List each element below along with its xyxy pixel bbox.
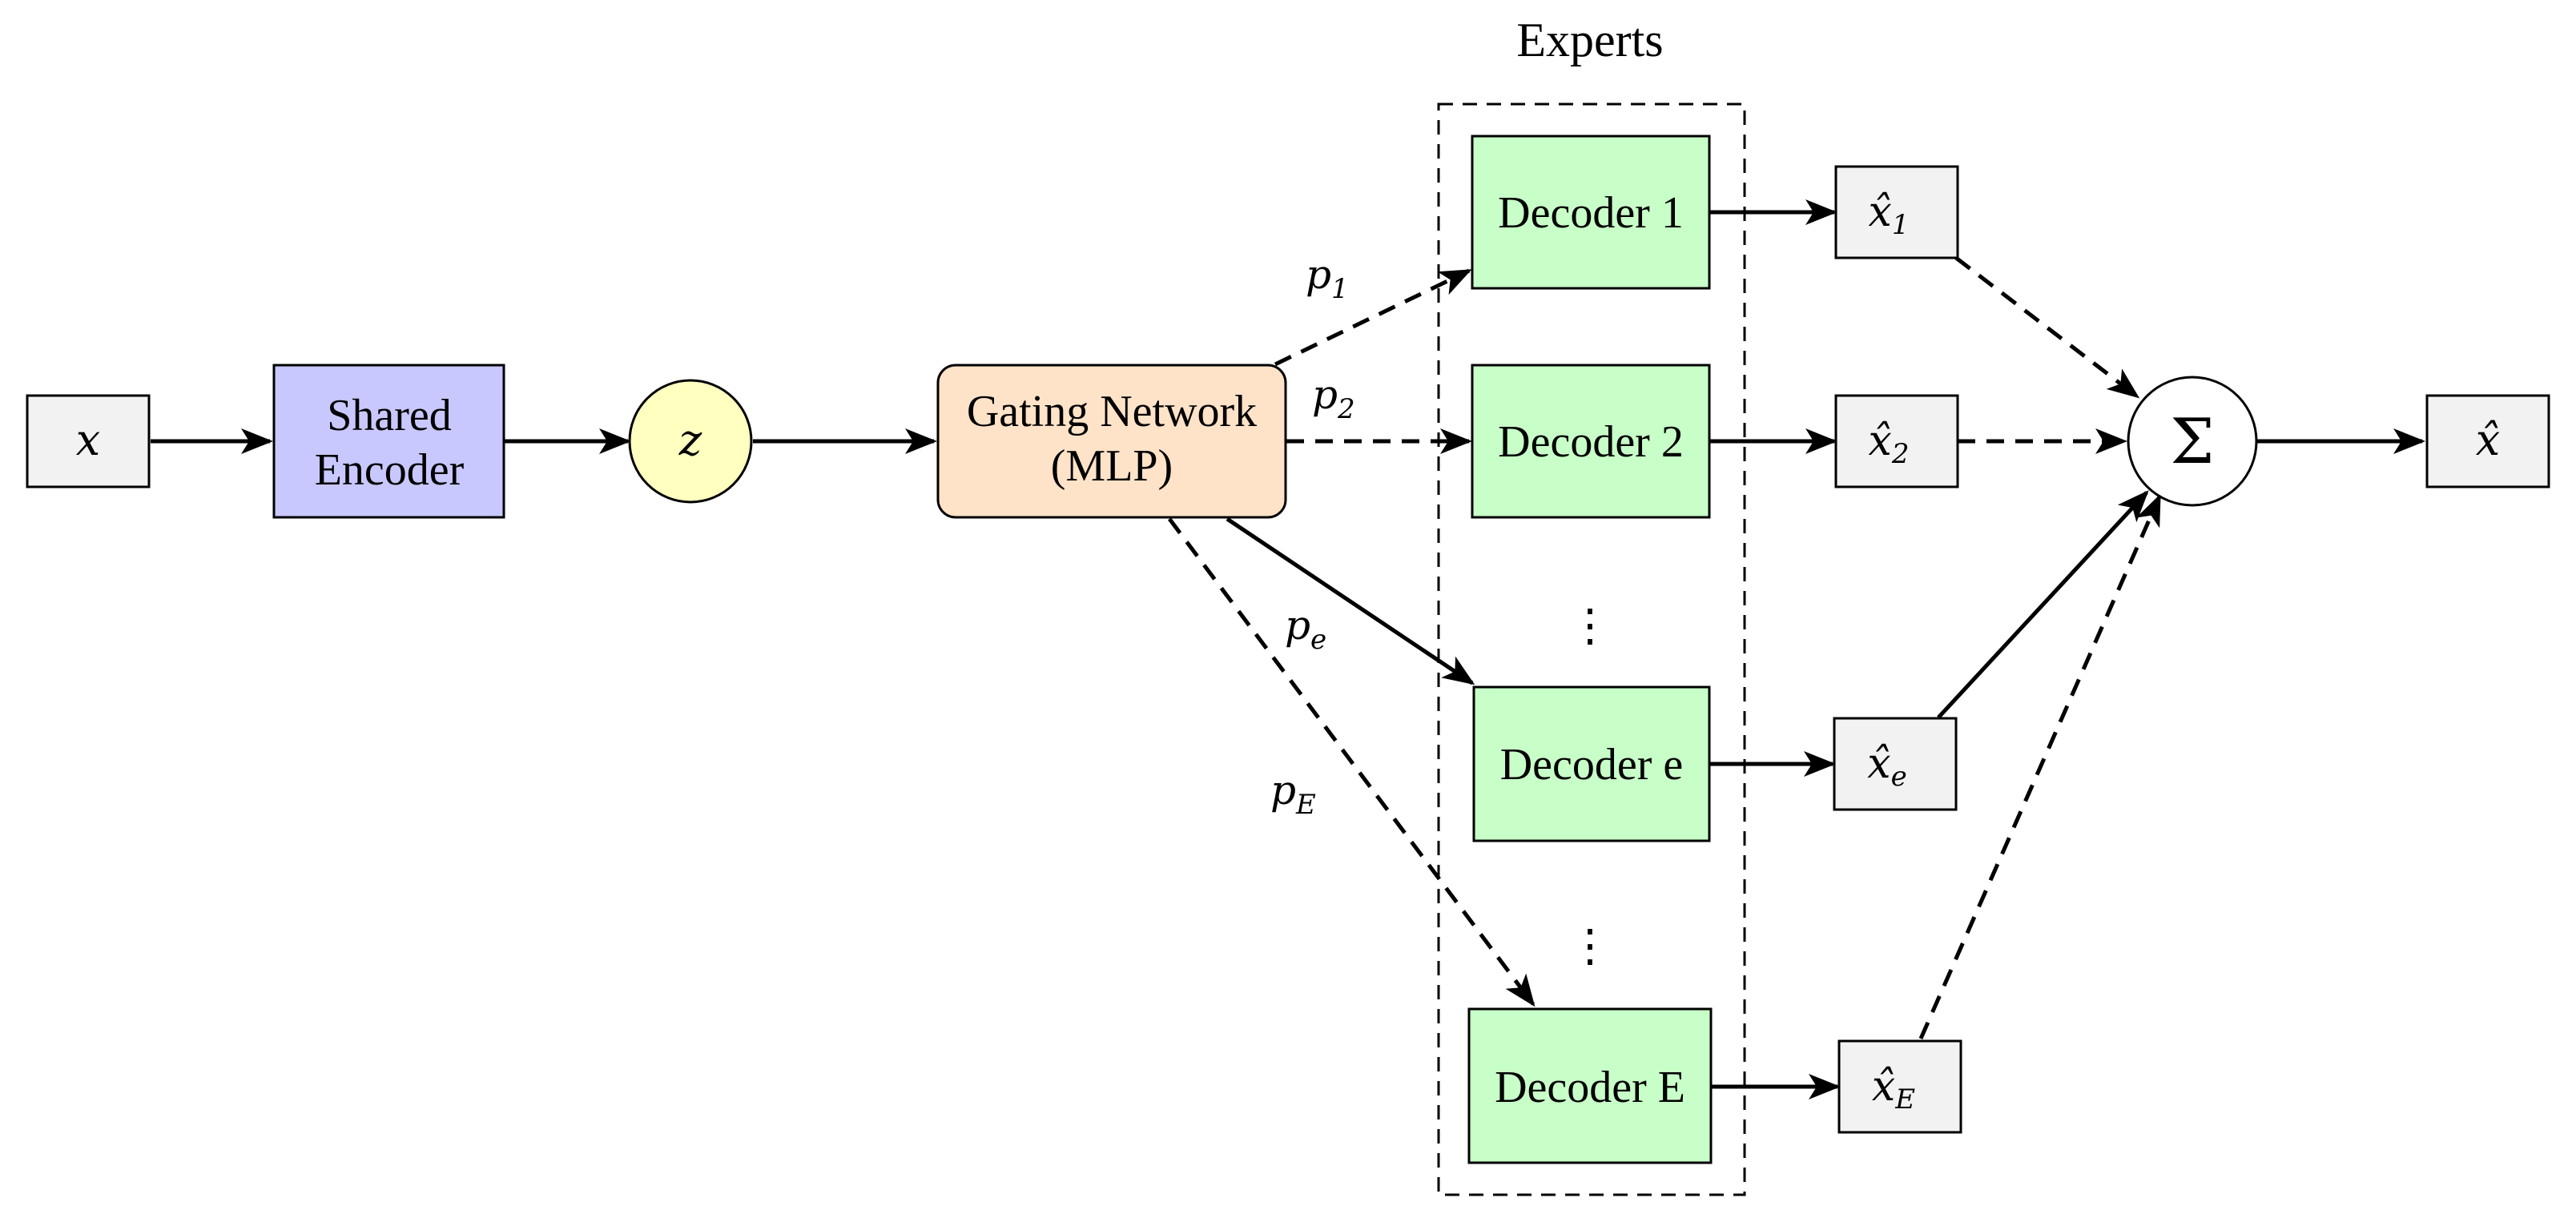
- sum-circle: [2127, 376, 2258, 507]
- experts-group-box: [1437, 102, 1746, 1196]
- output-1-label: x̂1: [1869, 188, 1910, 241]
- edge-gating-decoder-e: [1226, 517, 1475, 685]
- output-E-label: x̂E: [1872, 1063, 1915, 1115]
- final-output-node: x̂: [2425, 394, 2550, 488]
- latent-circle: [628, 379, 753, 504]
- input-node: x: [26, 394, 151, 488]
- final-output-label: x̂: [2476, 415, 2500, 465]
- output-1-node: x̂1: [1834, 165, 1959, 259]
- final-output-box: [2425, 394, 2550, 488]
- edge-output-1-sum: [1954, 256, 2140, 399]
- decoder-e-box: [1472, 685, 1711, 842]
- decoder-2-label: Decoder 2: [1498, 417, 1684, 467]
- output-2-box: [1834, 394, 1959, 488]
- shared-encoder-box: [272, 364, 505, 519]
- edge-gating-decoder-E: [1167, 517, 1536, 1007]
- gating-network-node: Gating Network (MLP): [936, 364, 1287, 519]
- sum-node: Σ: [2127, 376, 2258, 507]
- output-2-label: x̂2: [1869, 417, 1910, 470]
- gating-network-box: [936, 364, 1287, 519]
- decoder-E-box: [1467, 1007, 1713, 1164]
- experts-title: Experts: [1516, 14, 1663, 66]
- latent-node: z: [628, 379, 753, 504]
- decoder-E-node: Decoder E: [1467, 1007, 1713, 1164]
- output-e-label: x̂e: [1867, 740, 1906, 793]
- decoder-e-node: Decoder e: [1472, 685, 1711, 842]
- input-label: x: [76, 415, 100, 465]
- shared-encoder-label-line1: Shared: [327, 391, 452, 440]
- output-e-node: x̂e: [1833, 717, 1958, 811]
- edge-gating-decoder-1: [1274, 268, 1472, 367]
- decoder-2-box: [1471, 364, 1711, 519]
- edge-output-e-sum: [1937, 490, 2149, 719]
- output-E-node: x̂E: [1837, 1039, 1962, 1134]
- shared-encoder-node: Shared Encoder: [272, 364, 505, 519]
- decoder-1-label: Decoder 1: [1498, 188, 1684, 238]
- edge-output-E-sum: [1918, 493, 2162, 1040]
- decoder-1-node: Decoder 1: [1471, 135, 1711, 290]
- output-E-box: [1837, 1039, 1962, 1134]
- edge-label-p2: p2: [1312, 372, 1355, 425]
- gating-network-label-line2: (MLP): [1051, 441, 1173, 491]
- edge-label-pE: pE: [1270, 767, 1316, 821]
- decoder-e-label: Decoder e: [1500, 740, 1684, 790]
- ellipsis-lower: ⋮: [1568, 922, 1612, 971]
- latent-label: z: [678, 415, 702, 465]
- decoder-1-box: [1471, 135, 1711, 290]
- edge-label-pe: pe: [1285, 602, 1326, 656]
- output-2-node: x̂2: [1834, 394, 1959, 488]
- edge-label-p1: p1: [1306, 251, 1349, 305]
- shared-encoder-label-line2: Encoder: [315, 445, 465, 495]
- input-box: [26, 394, 151, 488]
- output-1-box: [1834, 165, 1959, 259]
- decoder-2-node: Decoder 2: [1471, 364, 1711, 519]
- decoder-E-label: Decoder E: [1495, 1063, 1685, 1112]
- gating-network-label-line1: Gating Network: [967, 387, 1257, 436]
- edges: [151, 199, 2425, 1099]
- output-e-box: [1833, 717, 1958, 811]
- sum-icon: Σ: [2170, 406, 2214, 478]
- ellipsis-upper: ⋮: [1568, 601, 1612, 651]
